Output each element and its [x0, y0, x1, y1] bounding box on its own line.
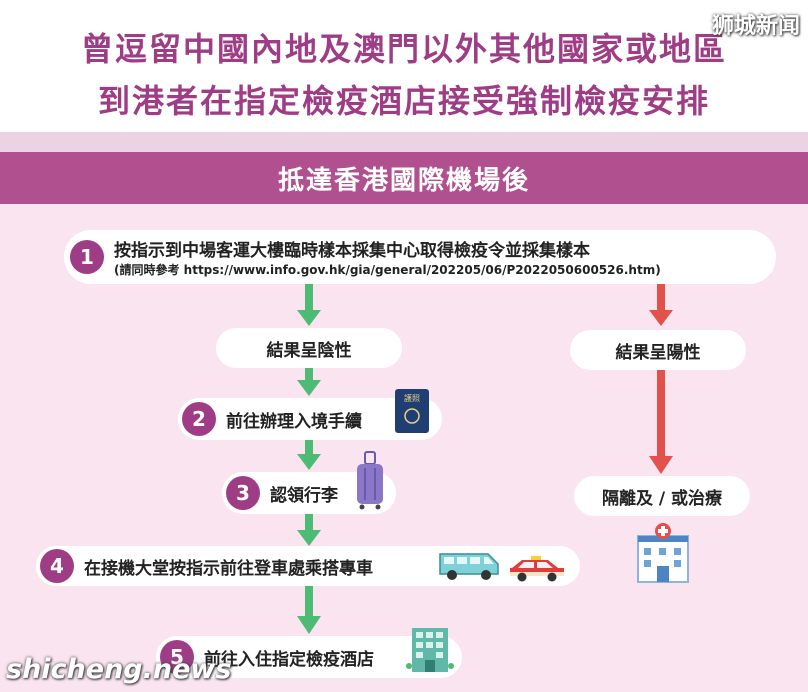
hospital-icon — [637, 523, 689, 583]
result-negative-label: 結果呈陰性 — [266, 340, 352, 361]
arrow-red-1 — [649, 284, 673, 326]
arrow-green-3 — [297, 440, 321, 470]
van-icon — [439, 553, 499, 580]
result-positive: 結果呈陽性 — [570, 330, 746, 370]
step-1-label: 按指示到中場客運大樓臨時樣本採集中心取得檢疫令並採集樣本 — [114, 241, 590, 261]
step-3-number: 3 — [226, 476, 260, 510]
step-5: 5 前往入住指定檢疫酒店 — [156, 636, 462, 678]
step-5-label: 前往入住指定檢疫酒店 — [204, 649, 374, 670]
step-3-label: 認領行李 — [270, 485, 338, 506]
result-positive-label: 結果呈陽性 — [615, 342, 701, 363]
arrow-green-1 — [297, 284, 321, 326]
section-title: 抵達香港國際機場後 — [0, 152, 808, 204]
step-1-number: 1 — [70, 240, 104, 274]
arrow-green-5 — [297, 586, 321, 634]
hotel-icon — [406, 628, 454, 672]
taxi-icon — [510, 556, 564, 582]
arrow-green-2 — [297, 368, 321, 396]
page-title-line-1: 曾逗留中國內地及澳門以外其他國家或地區 — [80, 30, 727, 68]
step-4-number: 4 — [40, 549, 74, 583]
step-4-label: 在接機大堂按指示前往登車處乘搭專車 — [84, 558, 373, 579]
passport-icon: 護照 — [395, 389, 429, 433]
step-1: 1 按指示到中場客運大樓臨時樣本採集中心取得檢疫令並採集樣本 (請同時參考 ht… — [64, 230, 776, 284]
page-title-line-2: 到港者在指定檢疫酒店接受強制檢疫安排 — [97, 82, 710, 120]
header: 曾逗留中國內地及澳門以外其他國家或地區 到港者在指定檢疫酒店接受強制檢疫安排 狮… — [0, 0, 808, 132]
result-negative: 結果呈陰性 — [216, 328, 402, 368]
arrow-green-4 — [297, 514, 321, 546]
suitcase-icon — [357, 451, 383, 510]
step-1-text: 按指示到中場客運大樓臨時樣本採集中心取得檢疫令並採集樣本 (請同時參考 http… — [114, 236, 661, 278]
watermark-top: 狮城新闻 — [711, 14, 800, 39]
step-2-number: 2 — [182, 402, 216, 436]
header-band — [0, 132, 808, 152]
step-5-number: 5 — [160, 640, 194, 674]
result-isolation-label: 隔離及 / 或治療 — [601, 488, 723, 509]
watermark-bottom: shicheng.news — [6, 654, 232, 685]
flow-panel — [0, 204, 808, 692]
result-isolation: 隔離及 / 或治療 — [574, 476, 750, 516]
passport-icon-text: 護照 — [404, 393, 420, 403]
step-2-label: 前往辦理入境手續 — [226, 411, 362, 432]
arrow-red-2 — [649, 370, 673, 474]
step-1-note: (請同時參考 https://www.info.gov.hk/gia/gener… — [114, 263, 661, 277]
